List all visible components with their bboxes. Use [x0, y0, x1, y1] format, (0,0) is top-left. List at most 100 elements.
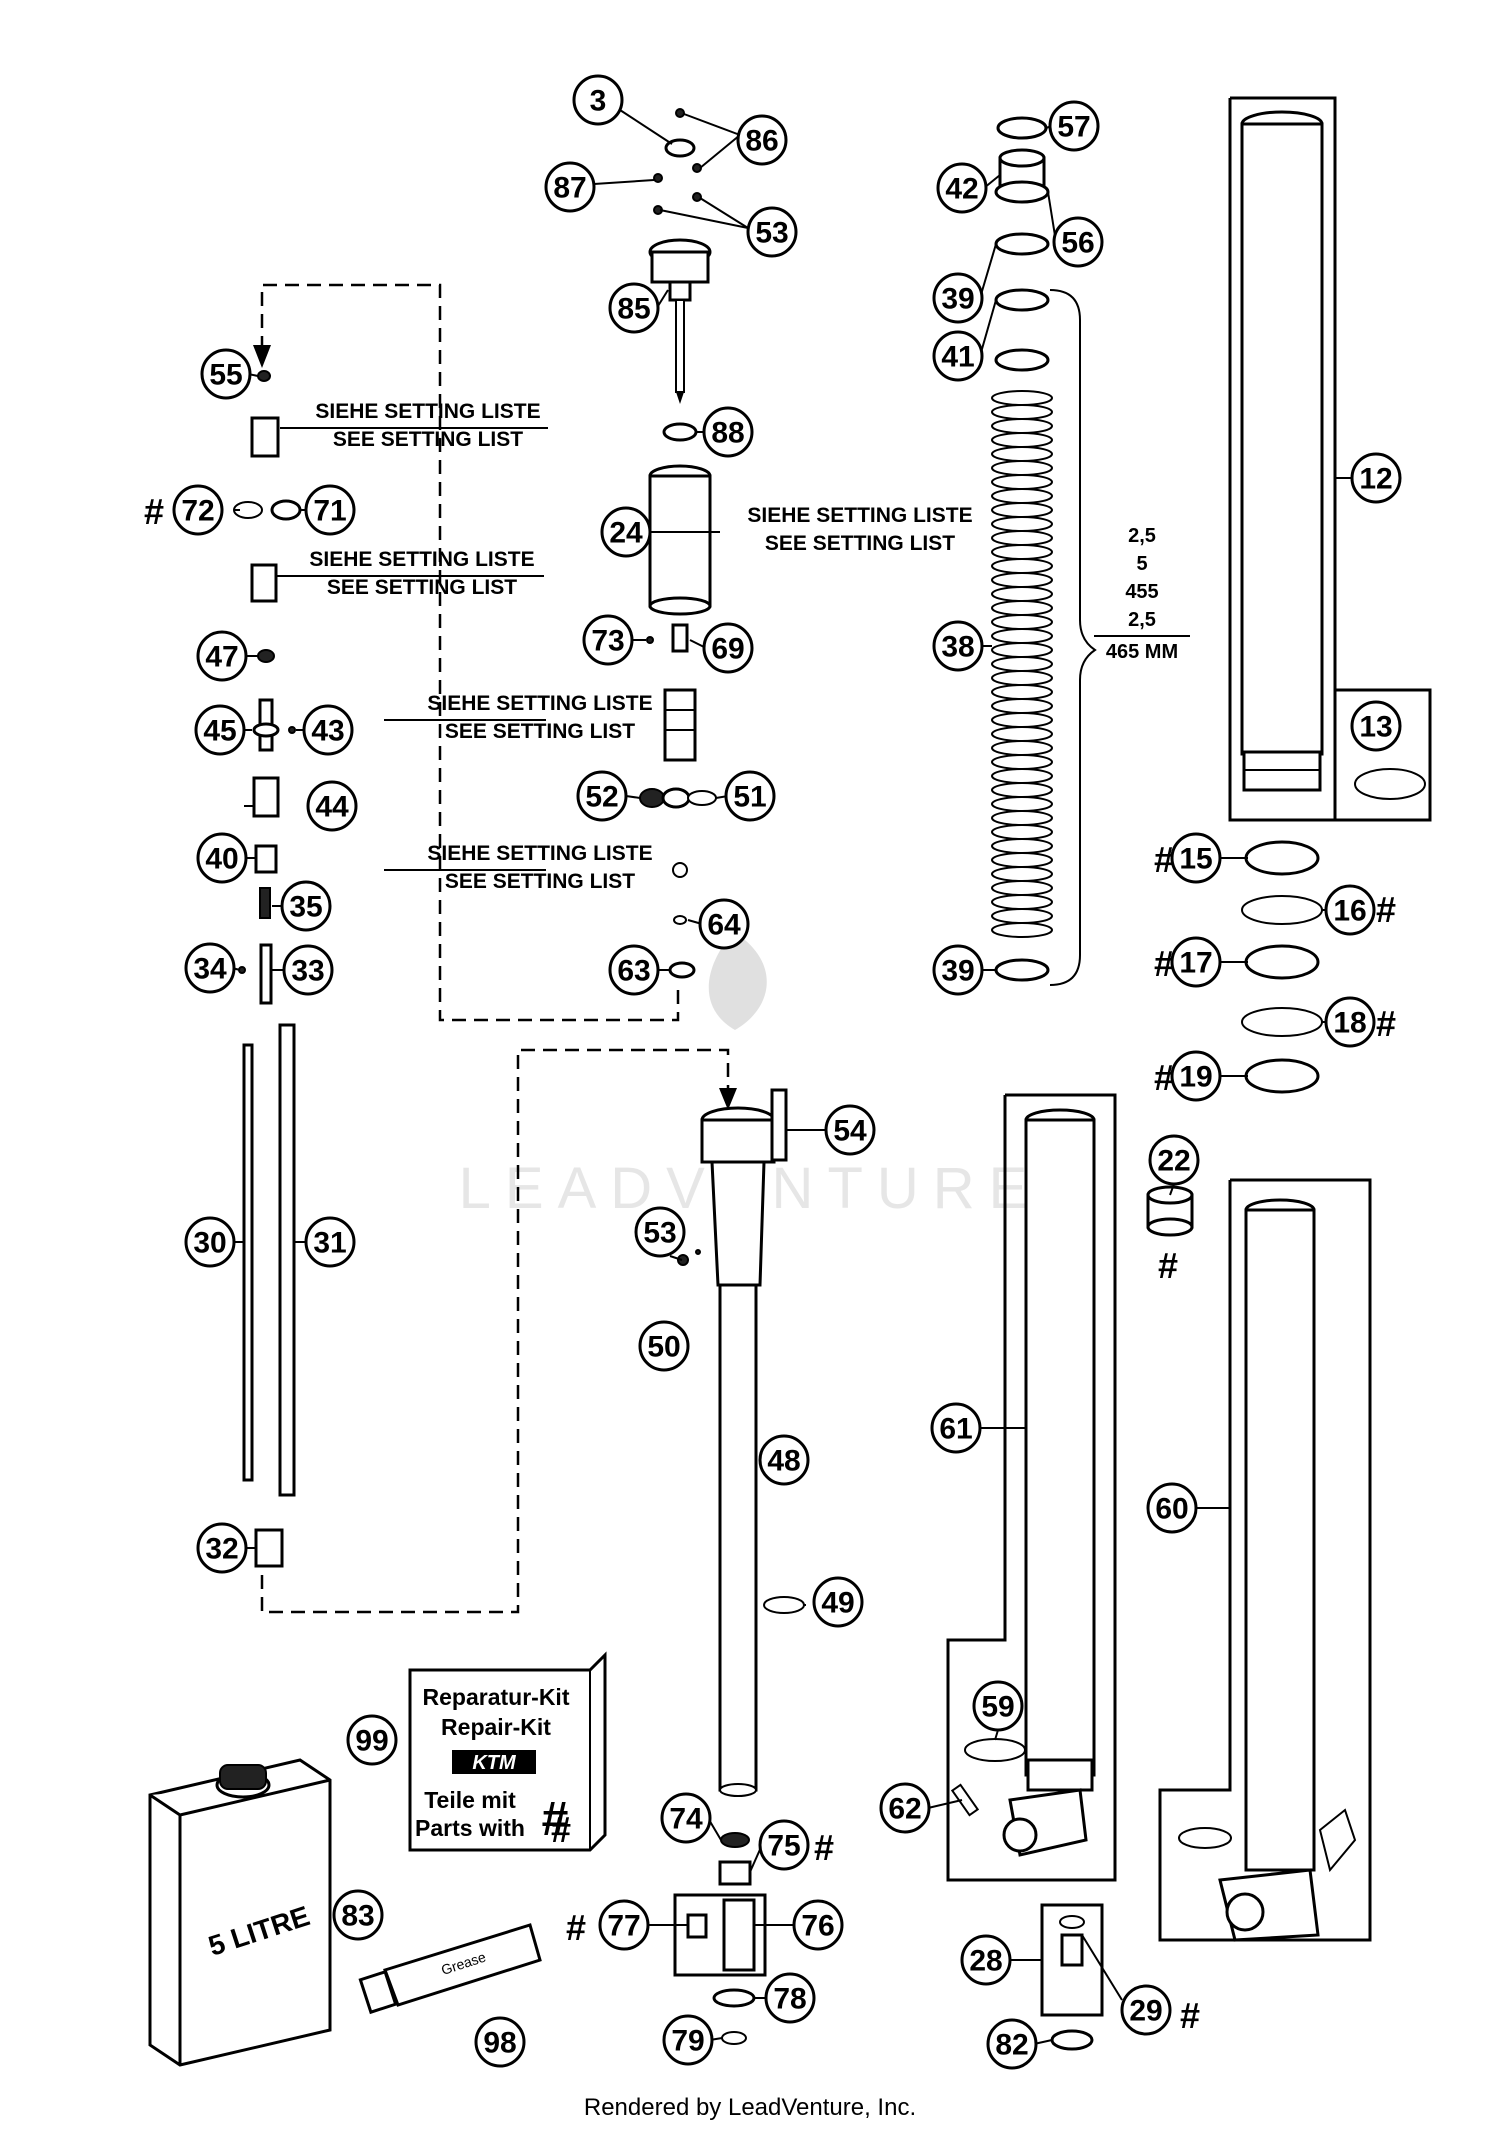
callout-ring	[184, 942, 236, 994]
callout-number: 98	[483, 2027, 516, 2060]
callout-51: 51	[724, 770, 776, 822]
callout-ring	[302, 704, 354, 756]
callout-number: 69	[711, 633, 744, 666]
note-en: SEE SETTING LIST	[333, 428, 523, 451]
spring-coil	[991, 894, 1053, 910]
spring-coil	[991, 474, 1053, 490]
callout-56: 56	[1052, 216, 1104, 268]
bleeder-parts	[1040, 1903, 1104, 2051]
callout-number: 57	[1057, 111, 1090, 144]
damper-rod-48	[673, 1088, 805, 2045]
callout-ring	[986, 2018, 1038, 2070]
callout-ring	[960, 1934, 1012, 1986]
kit-line-en: Repair-Kit	[441, 1714, 551, 1740]
callout-ring	[662, 2014, 714, 2066]
callout-ring	[1324, 996, 1376, 1048]
inner-tube-60	[1158, 1178, 1372, 1942]
callout-29: 29	[1120, 1984, 1172, 2036]
callout-ring	[736, 114, 788, 166]
callout-ring	[196, 1522, 248, 1574]
spring-coil	[991, 866, 1053, 882]
callout-number: 48	[767, 1445, 800, 1478]
callout-number: 49	[821, 1587, 854, 1620]
callout-86: 86	[736, 114, 788, 166]
callout-number: 45	[203, 715, 236, 748]
spring-spec-line: 465 MM	[1106, 641, 1178, 663]
spring-coil	[991, 726, 1053, 742]
callout-99: 99	[346, 1714, 398, 1766]
callout-41: 41	[932, 330, 984, 382]
callout-28: 28	[960, 1934, 1012, 1986]
outer-tube-12	[1228, 96, 1432, 822]
callout-number: 71	[313, 495, 346, 528]
spring-spec-line: 455	[1125, 581, 1158, 603]
callout-number: 56	[1061, 227, 1094, 260]
callout-ring	[758, 1434, 810, 1486]
callout-64: 64	[698, 898, 750, 950]
spring-coil	[991, 670, 1053, 686]
spring-spec-line: 2,5	[1128, 525, 1156, 547]
callout-number: 64	[707, 909, 741, 942]
callout-number: 29	[1129, 1995, 1162, 2028]
callout-ring	[280, 880, 332, 932]
note-de: SIEHE SETTING LISTE	[747, 504, 972, 527]
callout-number: 77	[607, 1910, 640, 1943]
kit-part-marks: ###########	[144, 491, 1396, 2036]
callout-ring	[608, 944, 660, 996]
callout-69: 69	[702, 622, 754, 674]
callout-ring	[598, 1899, 650, 1951]
kit-part-hash: #	[1376, 1003, 1396, 1044]
callout-ring	[172, 484, 224, 536]
callout-number: 34	[193, 953, 227, 986]
callout-number: 43	[311, 715, 344, 748]
spring-coil	[991, 852, 1053, 868]
callout-ring	[544, 161, 596, 213]
note-de: SIEHE SETTING LISTE	[315, 400, 540, 423]
spring-spec-line: 5	[1136, 553, 1147, 575]
callout-18: 18	[1324, 996, 1376, 1048]
kit-part-hash: #	[1154, 943, 1174, 984]
leader-line	[657, 289, 669, 307]
callout-ring	[702, 622, 754, 674]
callout-number: 73	[591, 625, 624, 658]
callout-74: 74	[660, 1792, 712, 1844]
spring-coil	[991, 390, 1053, 406]
kit-part-hash: #	[551, 1809, 571, 1850]
callout-number: 47	[205, 641, 238, 674]
callout-60: 60	[1146, 1482, 1198, 1534]
callout-number: 18	[1333, 1007, 1366, 1040]
callout-ring	[306, 780, 358, 832]
callout-49: 49	[812, 1576, 864, 1628]
callout-71: 71	[304, 484, 356, 536]
callout-ring	[304, 1216, 356, 1268]
callout-61: 61	[930, 1402, 982, 1454]
spring-column-parts	[991, 116, 1097, 986]
callout-number: 83	[341, 1900, 374, 1933]
callout-number: 78	[773, 1983, 806, 2016]
spring-coil	[991, 740, 1053, 756]
leader-line	[659, 209, 749, 229]
callout-ring	[932, 944, 984, 996]
callout-number: 44	[315, 791, 349, 824]
spring-coil	[991, 418, 1053, 434]
callout-number: 30	[193, 1227, 226, 1260]
spring-coil	[991, 782, 1053, 798]
callout-24: 24	[600, 506, 652, 558]
callout-number: 86	[745, 125, 778, 158]
callout-ring	[282, 944, 334, 996]
leader-line	[1169, 1183, 1175, 1196]
callout-number: 63	[617, 955, 650, 988]
callout-15: 15	[1170, 832, 1222, 884]
left-column-parts	[233, 370, 302, 1568]
footer-credit: Rendered by LeadVenture, Inc.	[584, 2094, 916, 2121]
kit-hash-mark: #	[542, 1793, 569, 1846]
callout-number: 12	[1359, 463, 1392, 496]
callout-ring	[474, 2016, 526, 2068]
callout-30: 30	[184, 1216, 236, 1268]
spring-coil	[991, 922, 1053, 938]
